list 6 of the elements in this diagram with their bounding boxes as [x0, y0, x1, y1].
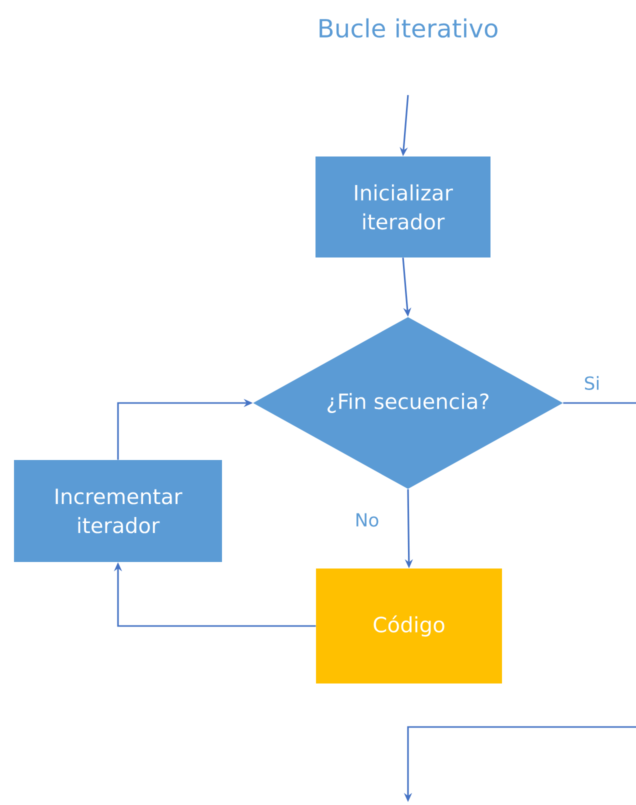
process-box: Inicializar iterador [316, 156, 490, 258]
title: Bucle iterativo [320, 18, 498, 38]
edge-label: No [354, 512, 380, 528]
process-box: Incrementar iterador [14, 460, 222, 562]
process-box: Código [316, 568, 502, 684]
edge-label: Si [582, 375, 602, 391]
